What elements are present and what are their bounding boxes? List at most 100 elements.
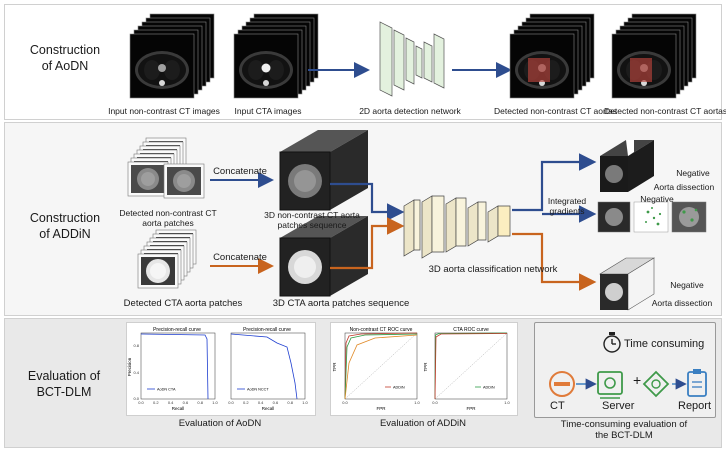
svg-text:1.0: 1.0 xyxy=(302,400,308,405)
roc-right-xlabel: FPR xyxy=(467,406,477,411)
svg-text:0.0: 0.0 xyxy=(342,400,348,405)
pr-left-title: Precision-recall curve xyxy=(153,327,201,333)
ncct-output-box xyxy=(600,140,654,192)
svg-text:1.0: 1.0 xyxy=(212,400,218,405)
roc-left-orange xyxy=(344,334,418,400)
integrated-gradients-maps xyxy=(597,201,707,233)
cta-sequence-box xyxy=(279,216,368,297)
addin-graphics xyxy=(127,130,707,311)
pr-right-ticks: 0.0 0.2 0.4 0.6 0.8 1.0 xyxy=(228,400,308,405)
ncct-patches-stack xyxy=(127,137,205,199)
detected-cta-stack xyxy=(611,13,697,99)
cta-sequence-label: 3D CTA aorta patches sequence xyxy=(272,298,410,309)
pr-left-legend: AoDN CTA xyxy=(157,388,176,392)
svg-text:0.0: 0.0 xyxy=(228,400,234,405)
pr-left-xlabel: Recall xyxy=(172,406,185,411)
concat-top-label: Concatenate xyxy=(213,166,267,177)
aodn-graphics xyxy=(129,13,697,99)
roc-ticks: 0.0 1.0 0.0 1.0 xyxy=(342,400,510,405)
out-ad-bottom-label: Aorta dissection xyxy=(651,298,713,308)
roc-right-ylabel: TPR xyxy=(423,362,428,372)
pr-right-legend: AoDN NCCT xyxy=(247,388,269,392)
pr-left-yticks: 0.0 0.4 0.8 xyxy=(133,343,139,401)
roc-right-title: CTA ROC curve xyxy=(453,327,489,333)
input-ncct-label: Input non-contrast CT images xyxy=(108,106,220,116)
pr-left-ticks: 0.0 0.2 0.4 0.6 0.8 1.0 xyxy=(138,400,218,405)
time-eval-graphics xyxy=(549,332,707,399)
addin-roc-plots: Non-contrast CT ROC curve CTA ROC curve … xyxy=(330,322,518,416)
time-consuming-label: Time consuming xyxy=(624,338,705,350)
svg-text:0.8: 0.8 xyxy=(287,400,293,405)
out-neg-mid-label: Negative xyxy=(640,194,674,204)
svg-text:1.0: 1.0 xyxy=(504,400,510,405)
report-label: Report xyxy=(678,400,712,412)
stopwatch-icon xyxy=(603,332,621,353)
pr-ylabel: Precision xyxy=(127,357,132,376)
detection-network-label: 2D aorta detection network xyxy=(359,106,461,116)
classification-network-icon xyxy=(403,195,511,259)
aodn-eval-caption: Evaluation of AoDN xyxy=(178,418,262,429)
out-neg-bottom-label: Negative xyxy=(670,280,704,290)
roc-left-red xyxy=(344,332,418,400)
pr-right-xlabel: Recall xyxy=(262,406,275,411)
svg-text:0.0: 0.0 xyxy=(138,400,144,405)
pr-left-curve xyxy=(140,333,209,400)
classifier-to-cta-output-arrow xyxy=(512,232,597,291)
cta-patches-label: Detected CTA aorta patches xyxy=(123,298,243,309)
ncct-image-stack xyxy=(129,13,215,99)
concat-bottom-label: Concatenate xyxy=(213,252,267,263)
out-ad-top-label: Aorta dissection xyxy=(653,182,715,192)
roc-right-legend: ADDiN xyxy=(483,386,495,390)
pr-right-title: Precision-recall curve xyxy=(243,327,291,333)
pr-right-curve xyxy=(230,333,298,400)
roc-left-ylabel: TPR xyxy=(332,362,337,372)
plus-sign: + xyxy=(633,372,642,388)
out-neg-top-label: Negative xyxy=(676,168,710,178)
ncct-to-classifier-arrow xyxy=(330,182,405,221)
classifier-label: 3D aorta classification network xyxy=(428,264,558,275)
svg-text:0.2: 0.2 xyxy=(153,400,159,405)
ncct-sequence-box xyxy=(279,130,368,211)
svg-text:0.0: 0.0 xyxy=(133,396,139,401)
svg-text:0.2: 0.2 xyxy=(243,400,249,405)
svg-text:0.8: 0.8 xyxy=(133,343,139,348)
roc-left-green xyxy=(344,333,418,400)
gpu-card-icon xyxy=(642,370,670,398)
time-eval-box xyxy=(534,322,716,418)
svg-text:0.8: 0.8 xyxy=(197,400,203,405)
roc-left-title: Non-contrast CT ROC curve xyxy=(350,327,413,333)
roc-left-legend: ADDiN xyxy=(393,386,405,390)
roc-left-xlabel: FPR xyxy=(377,406,387,411)
svg-text:0.4: 0.4 xyxy=(258,400,264,405)
roc-right-red xyxy=(434,333,508,400)
report-icon xyxy=(687,369,707,397)
detected-cta-label: Detected non-contrast CT aortas xyxy=(604,106,726,116)
ct-label: CT xyxy=(550,400,565,412)
server-label: Server xyxy=(602,400,635,412)
svg-text:0.4: 0.4 xyxy=(168,400,174,405)
cta-image-stack xyxy=(233,13,319,99)
detection-network-icon xyxy=(379,21,445,97)
input-cta-label: Input CTA images xyxy=(234,106,302,116)
addin-eval-caption: Evaluation of ADDiN xyxy=(379,418,467,429)
svg-text:0.6: 0.6 xyxy=(183,400,189,405)
ct-scanner-icon xyxy=(549,371,575,397)
detected-ncct-stack xyxy=(509,13,595,99)
detected-ncct-label: Detected non-contrast CT aortas xyxy=(494,106,618,116)
classifier-to-ig-arrow xyxy=(512,153,597,212)
cta-output-box xyxy=(598,257,656,311)
cta-to-classifier-arrow xyxy=(330,217,405,270)
cta-patches-stack xyxy=(137,229,197,289)
svg-text:1.0: 1.0 xyxy=(414,400,420,405)
server-icon xyxy=(597,371,623,399)
svg-text:0.0: 0.0 xyxy=(432,400,438,405)
aodn-pr-plots: Precision-recall curve Precision-recall … xyxy=(126,322,316,416)
